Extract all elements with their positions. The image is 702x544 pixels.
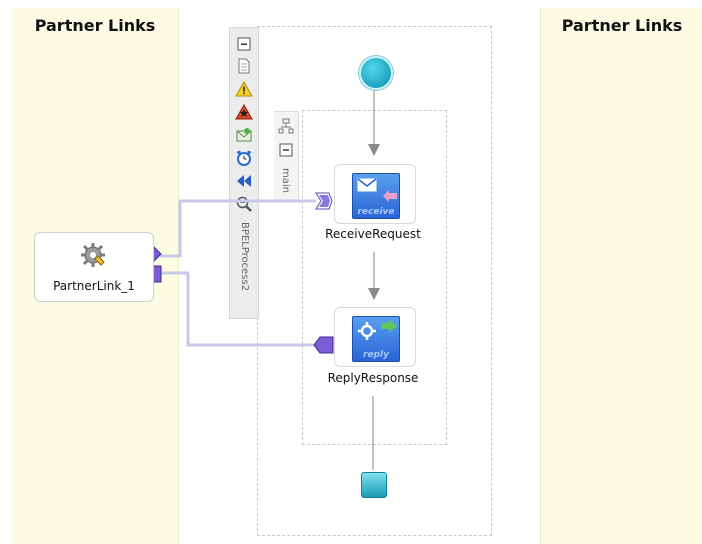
reply-activity-label: ReplyResponse — [327, 371, 419, 385]
start-node[interactable] — [359, 56, 393, 90]
partner-link[interactable]: PartnerLink_1 — [34, 232, 154, 302]
gear-icon — [81, 243, 105, 267]
end-node[interactable] — [361, 472, 387, 498]
warning-icon[interactable] — [235, 80, 253, 98]
document-icon[interactable] — [235, 57, 253, 75]
reply-tag: reply — [363, 350, 389, 360]
scope-name-label: main — [280, 168, 291, 193]
reply-port — [313, 336, 334, 354]
error-icon[interactable] — [235, 103, 253, 121]
partner-connector-receive — [160, 199, 316, 258]
scope-toolbar: main — [274, 111, 299, 201]
rewind-icon[interactable] — [235, 172, 253, 190]
partner-links-lane-right: Partner Links — [540, 8, 702, 544]
lane-title-right: Partner Links — [561, 16, 683, 35]
process-toolbar: BPELProcess2 — [229, 27, 259, 319]
process-name-label: BPELProcess2 — [239, 222, 250, 292]
partner-connector-reply — [160, 271, 316, 347]
receive-tag: receive — [357, 207, 395, 217]
lane-title-left: Partner Links — [34, 16, 156, 35]
reply-activity[interactable]: reply — [334, 307, 416, 367]
collapse-icon[interactable] — [235, 35, 253, 53]
envelope-icon: receive — [352, 173, 400, 219]
gear-arrow-icon: reply — [352, 316, 400, 362]
collapse-scope-icon[interactable] — [278, 142, 294, 158]
partner-link-label: PartnerLink_1 — [53, 279, 135, 293]
alarm-clock-icon[interactable] — [235, 149, 253, 167]
receive-activity-label: ReceiveRequest — [325, 227, 421, 241]
email-icon[interactable] — [235, 126, 253, 144]
receive-activity[interactable]: receive — [334, 164, 416, 224]
hierarchy-icon[interactable] — [278, 118, 294, 134]
